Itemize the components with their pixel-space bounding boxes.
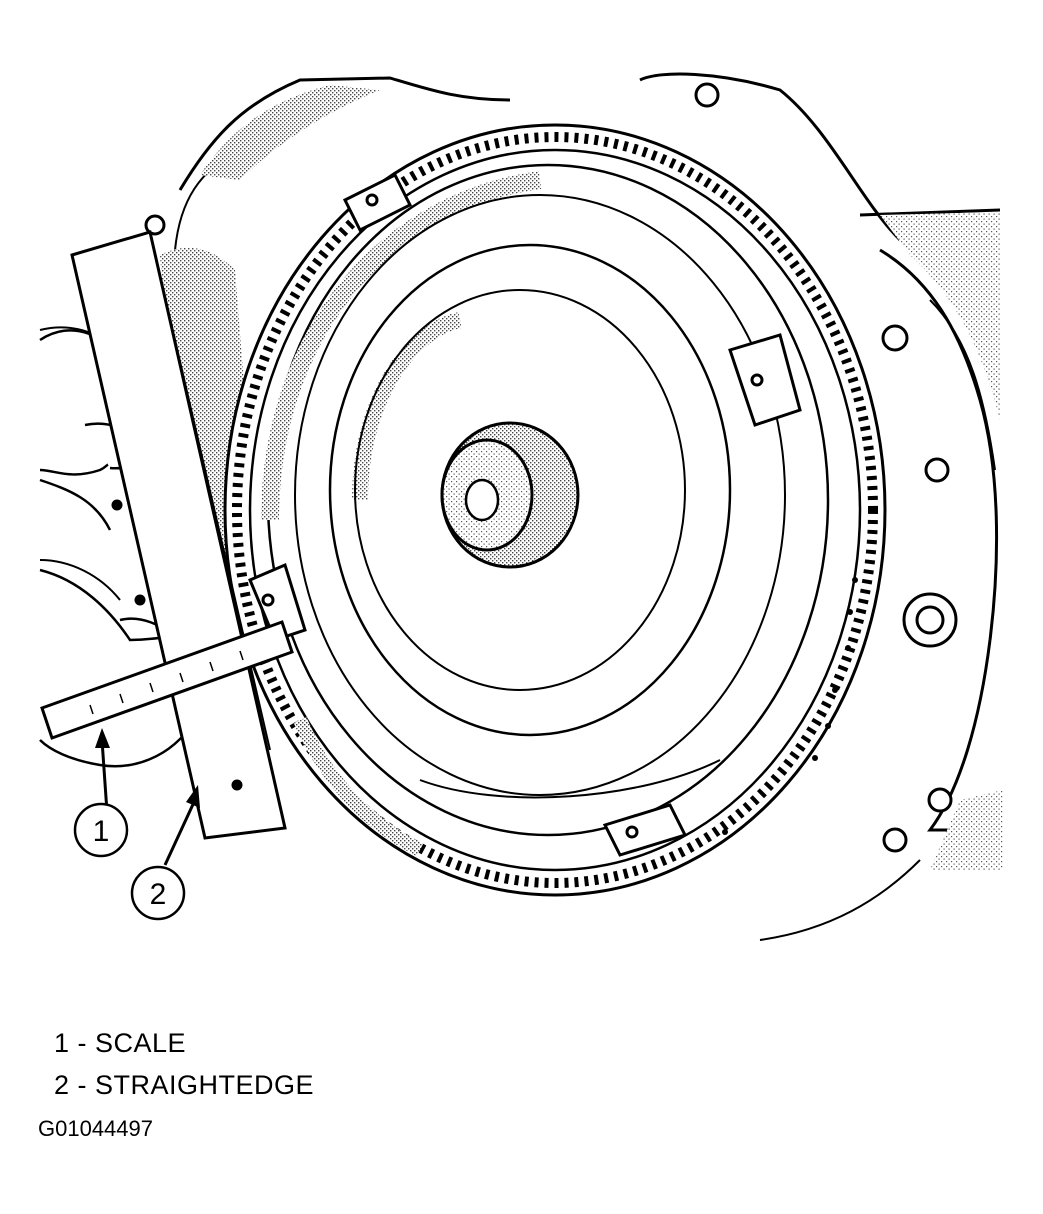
callout-1-number: 1 bbox=[93, 815, 110, 848]
flexplate-holes bbox=[722, 577, 858, 835]
converter-lug-left bbox=[248, 562, 307, 642]
converter-hub bbox=[440, 421, 580, 569]
converter-lug-bottom bbox=[602, 803, 688, 857]
figure-id: G01044497 bbox=[38, 1116, 153, 1141]
callout-2: 2 bbox=[130, 785, 200, 921]
converter-lug-top bbox=[342, 172, 413, 233]
housing-shading-lower-right bbox=[930, 790, 1003, 870]
converter-lug-right bbox=[728, 333, 802, 427]
housing-shading-right bbox=[880, 212, 1000, 420]
callout-1: 1 bbox=[73, 728, 129, 858]
legend-item-straightedge: 2 - STRAIGHTEDGE bbox=[54, 1070, 315, 1100]
housing-shading-top bbox=[200, 85, 380, 180]
legend: 1 - SCALE 2 - STRAIGHTEDGE bbox=[54, 1022, 314, 1106]
torque-converter-face bbox=[261, 163, 830, 857]
housing-bolt-holes bbox=[144, 82, 958, 853]
legend-item-scale: 1 - SCALE bbox=[54, 1028, 187, 1058]
scale-ruler bbox=[40, 620, 294, 740]
engine-housing bbox=[39, 72, 1001, 941]
callout-2-number: 2 bbox=[150, 878, 167, 911]
